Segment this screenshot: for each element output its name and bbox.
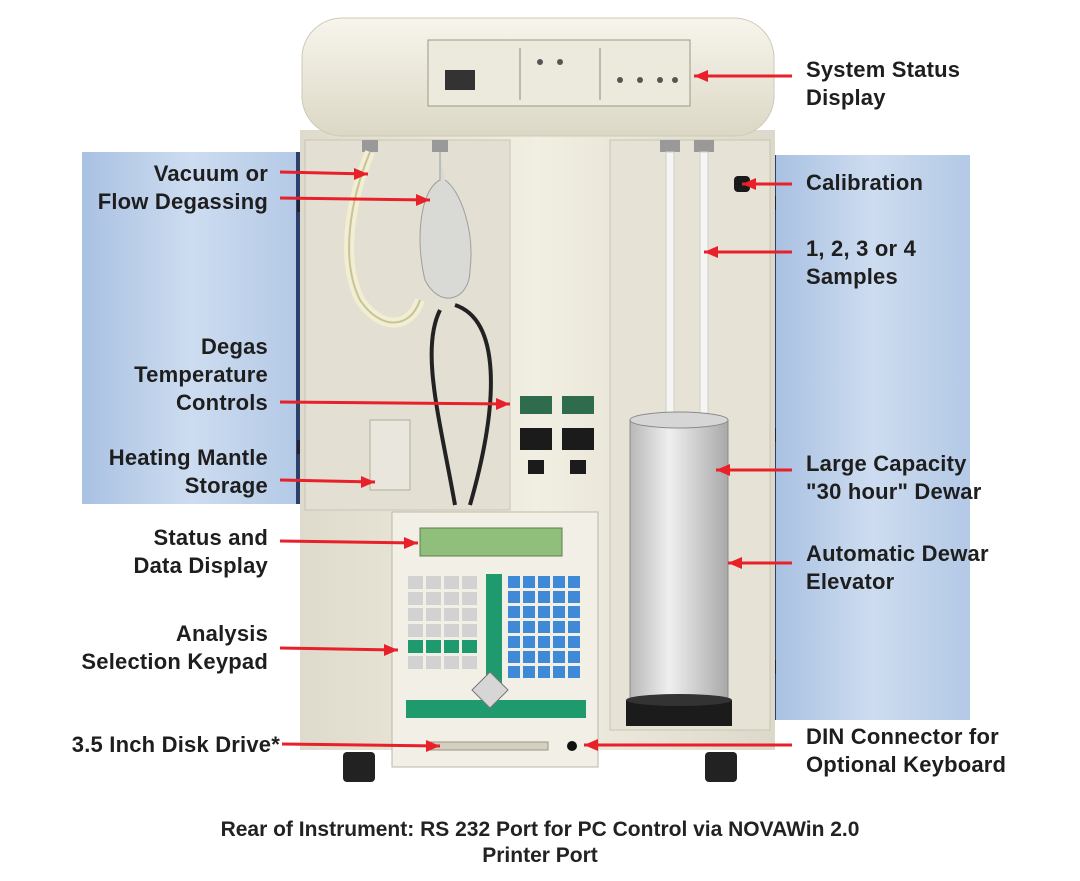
keypad-key (523, 651, 535, 663)
label-samples: 1, 2, 3 or 4 Samples (806, 236, 917, 289)
keypad-key (508, 651, 520, 663)
keypad-key (508, 636, 520, 648)
arrow-heating-mantle (279, 476, 376, 488)
label-vacuum-degassing: Vacuum or Flow Degassing (97, 161, 268, 214)
keypad-key (426, 656, 441, 669)
label-dewar: Large Capacity "30 hour" Dewar (806, 451, 982, 504)
keypad-key (523, 621, 535, 633)
arrow-calibration (742, 178, 792, 190)
degas-glassware (344, 140, 493, 506)
pointer-arrows (279, 70, 792, 752)
keypad-key (444, 640, 459, 653)
dewar (626, 411, 732, 726)
arrow-disk-drive (281, 740, 441, 752)
keypad-key (553, 651, 565, 663)
keypad-key (553, 621, 565, 633)
temp-controls (520, 396, 594, 474)
keypad-key (408, 608, 423, 621)
keypad-key (444, 656, 459, 669)
keypad-key (523, 666, 535, 678)
label-degas-temperature-controls: Degas Temperature Controls (134, 334, 268, 415)
keypad-key (462, 592, 477, 605)
keypad-key (444, 576, 459, 589)
keypad-key (553, 636, 565, 648)
keypad-key (462, 656, 477, 669)
keypad-key (462, 576, 477, 589)
keypad-key (568, 621, 580, 633)
arrow-din-connector (584, 739, 792, 751)
keypad-key (444, 608, 459, 621)
arrow-temp-controls (279, 398, 511, 410)
label-analysis-selection-keypad: Analysis Selection Keypad (81, 621, 268, 674)
left-foot (343, 752, 375, 782)
keypad-key (462, 608, 477, 621)
arrow-status-display (279, 537, 419, 549)
arrow-keypad (279, 644, 399, 656)
arrow-samples (704, 246, 792, 258)
keypad-key (523, 606, 535, 618)
arrow-vacuum (279, 168, 369, 180)
keypad-key (523, 576, 535, 588)
keypad-key (568, 666, 580, 678)
keypad-key (462, 624, 477, 637)
arrow-elevator (728, 557, 792, 569)
keypad-key (568, 636, 580, 648)
keypad-key (523, 636, 535, 648)
right-foot (705, 752, 737, 782)
control-panel (391, 511, 599, 768)
keypad-key (426, 608, 441, 621)
keypad-key (408, 576, 423, 589)
left-door (82, 152, 309, 504)
keypad-key (538, 666, 550, 678)
label-calibration: Calibration (806, 170, 924, 195)
arrow-system-status (694, 70, 792, 82)
keypad-key (426, 576, 441, 589)
label-system-status-display: System Status Display (806, 57, 961, 110)
keypad-key (508, 666, 520, 678)
label-status-data-display: Status and Data Display (133, 525, 268, 578)
label-din-connector: DIN Connector for Optional Keyboard (806, 724, 1007, 777)
keypad-key (508, 591, 520, 603)
keypad-key (408, 592, 423, 605)
keypad-key (508, 606, 520, 618)
keypad-key (568, 651, 580, 663)
keypad-key (538, 576, 550, 588)
keypad-key (408, 624, 423, 637)
keypad-key (538, 591, 550, 603)
keypad-key (568, 591, 580, 603)
arrow-flow-degassing (279, 194, 431, 206)
keypad-key (538, 651, 550, 663)
keypad-key (538, 636, 550, 648)
keypad-key (408, 656, 423, 669)
label-disk-drive: 3.5 Inch Disk Drive* (71, 732, 280, 757)
label-heating-mantle-storage: Heating Mantle Storage (108, 445, 268, 498)
caption-rear-instrument: Rear of Instrument: RS 232 Port for PC C… (220, 818, 860, 841)
keypad-key (538, 606, 550, 618)
keypad-key (426, 624, 441, 637)
keypad-key (568, 576, 580, 588)
label-dewar-elevator: Automatic Dewar Elevator (806, 541, 989, 594)
arrow-dewar (716, 464, 792, 476)
caption-printer-port: Printer Port (482, 844, 598, 867)
keypad-key (508, 576, 520, 588)
keypad-key (553, 591, 565, 603)
keypad-key (523, 591, 535, 603)
keypad-key (444, 592, 459, 605)
keypad-key (568, 606, 580, 618)
keypad-key (538, 621, 550, 633)
keypad-key (508, 621, 520, 633)
keypad-key (553, 576, 565, 588)
keypad-key (408, 640, 423, 653)
keypad-key (462, 640, 477, 653)
keypad-key (553, 666, 565, 678)
keypad-key (426, 640, 441, 653)
keypad-key (553, 606, 565, 618)
keypad-key (426, 592, 441, 605)
keypad-key (444, 624, 459, 637)
